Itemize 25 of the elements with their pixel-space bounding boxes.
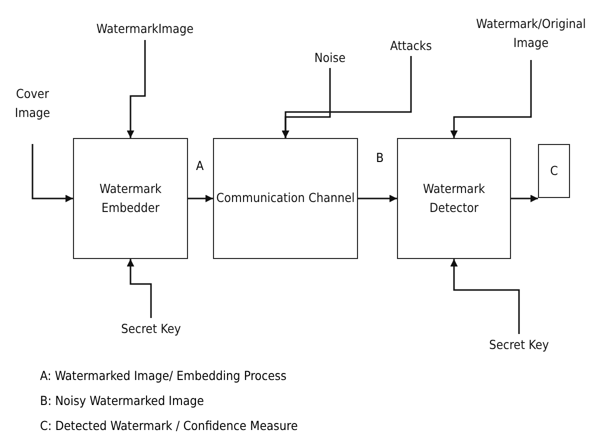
process-box: Communication Channel: [213, 138, 358, 259]
arrow: [188, 194, 213, 202]
input-label: Cover Image: [5, 80, 60, 128]
input-label: Watermark/Original Image: [458, 8, 604, 60]
edge-label: A: [195, 158, 205, 173]
arrow: [126, 40, 146, 138]
input-label: Secret Key: [476, 334, 562, 356]
process-box: C: [538, 144, 570, 198]
input-label: WatermarkImage: [78, 18, 212, 40]
arrow: [282, 56, 412, 138]
process-box: Watermark Detector: [397, 138, 511, 259]
edge-label: B: [375, 150, 385, 165]
process-box: Watermark Embedder: [73, 138, 188, 259]
arrow: [450, 259, 520, 334]
input-label: Attacks: [380, 36, 442, 56]
legend-note: A: Watermarked Image/ Embedding Process: [40, 368, 287, 383]
legend-note: C: Detected Watermark / Confidence Measure: [40, 418, 298, 433]
input-label: Noise: [304, 48, 356, 68]
arrow: [450, 60, 532, 138]
arrow: [126, 259, 152, 318]
arrow: [32, 144, 73, 202]
input-label: Secret Key: [108, 318, 194, 340]
arrow: [358, 194, 397, 202]
legend-note: B: Noisy Watermarked Image: [40, 393, 204, 408]
arrow: [511, 194, 538, 202]
